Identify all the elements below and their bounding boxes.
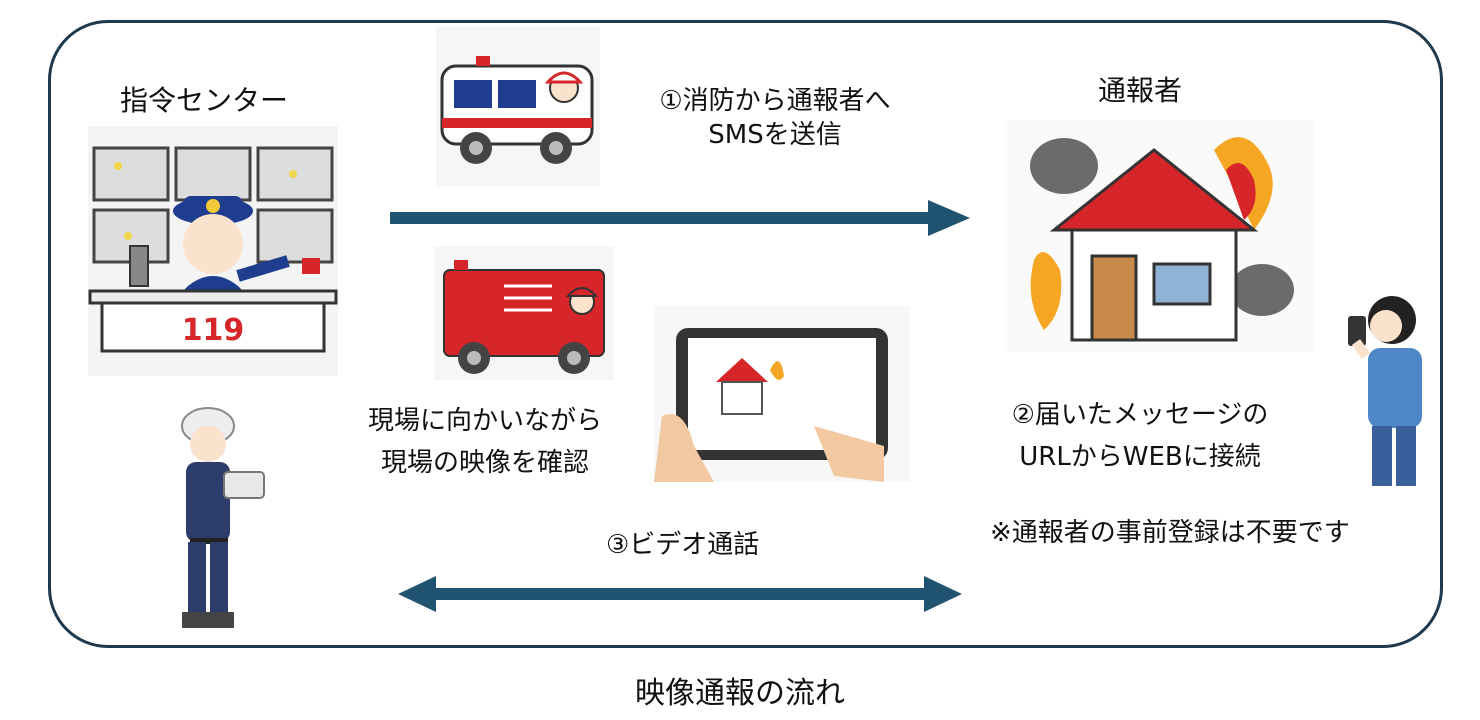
- field-worker-illustration: [168, 404, 278, 640]
- caller-person-illustration: [1334, 286, 1434, 496]
- step3-text: ③ビデオ通話: [606, 530, 760, 560]
- arrow-right: [390, 200, 970, 236]
- desk-number: 119: [182, 313, 245, 348]
- arrow-bidirectional: [398, 576, 962, 612]
- diagram-caption: 映像通報の流れ: [635, 676, 845, 711]
- fire-truck-illustration: [434, 246, 614, 380]
- field-text: 現場に向かいながら 現場の映像を確認: [355, 404, 615, 480]
- command-center-illustration: 119: [88, 126, 338, 376]
- step1-text: ①消防から通報者へ SMSを送信: [630, 84, 920, 152]
- diagram-frame: [48, 20, 1443, 648]
- step1-line1: ①消防から通報者へ: [659, 86, 891, 116]
- field-text-line2: 現場の映像を確認: [380, 448, 589, 478]
- smartphone-icon: [1348, 316, 1366, 346]
- step1-line2: SMSを送信: [708, 120, 842, 150]
- ambulance-illustration: [436, 26, 600, 186]
- step2-line1: ②届いたメッセージの: [1011, 400, 1269, 430]
- registration-note: ※通報者の事前登録は不要です: [990, 518, 1350, 548]
- field-text-line1: 現場に向かいながら: [367, 406, 602, 436]
- burning-house-illustration: [1004, 120, 1314, 352]
- step2-line2: URLからWEBに接続: [1019, 442, 1261, 472]
- tablet-illustration: [654, 306, 910, 482]
- step2-text: ②届いたメッセージの URLからWEBに接続: [990, 398, 1290, 474]
- caller-label: 通報者: [1098, 74, 1183, 107]
- command-center-label: 指令センター: [120, 84, 289, 117]
